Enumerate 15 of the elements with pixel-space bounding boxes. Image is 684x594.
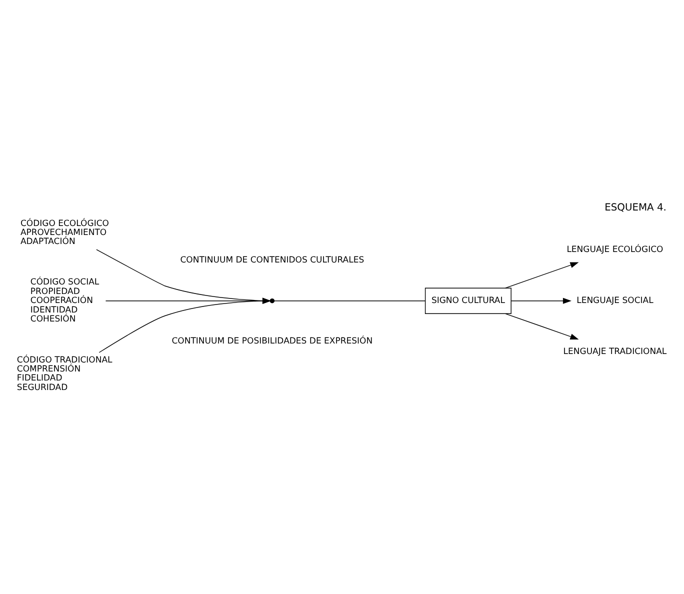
diagram-title: ESQUEMA 4.	[604, 202, 666, 214]
connector	[274, 300, 426, 301]
label: CONTINUUM DE POSIBILIDADES DE EXPRESIÓN	[172, 336, 373, 346]
node-text: CÓDIGO SOCIAL PROPIEDAD COOPERACIÓN IDENTIDAD COHESIÓN	[30, 277, 100, 324]
arrow	[505, 312, 579, 339]
node-text: CÓDIGO TRADICIONAL COMPRENSIÓN FIDELIDAD SEGURIDAD	[16, 354, 112, 392]
node-text: LENGUAJE ECOLÓGICO	[566, 244, 664, 255]
arrow	[505, 262, 579, 288]
node-text: LENGUAJE SOCIAL	[576, 296, 654, 306]
arrow	[510, 297, 572, 304]
node-point	[270, 298, 275, 303]
label: CONTINUUM DE CONTENIDOS CULTURALES	[180, 255, 364, 266]
node-box: SIGNO CULTURAL	[424, 287, 512, 314]
node-text: LENGUAJE TRADICIONAL	[563, 346, 667, 357]
node-text: CÓDIGO ECOLÓGICO APROVECHAMIENTO ADAPTACIÓN	[20, 218, 109, 247]
